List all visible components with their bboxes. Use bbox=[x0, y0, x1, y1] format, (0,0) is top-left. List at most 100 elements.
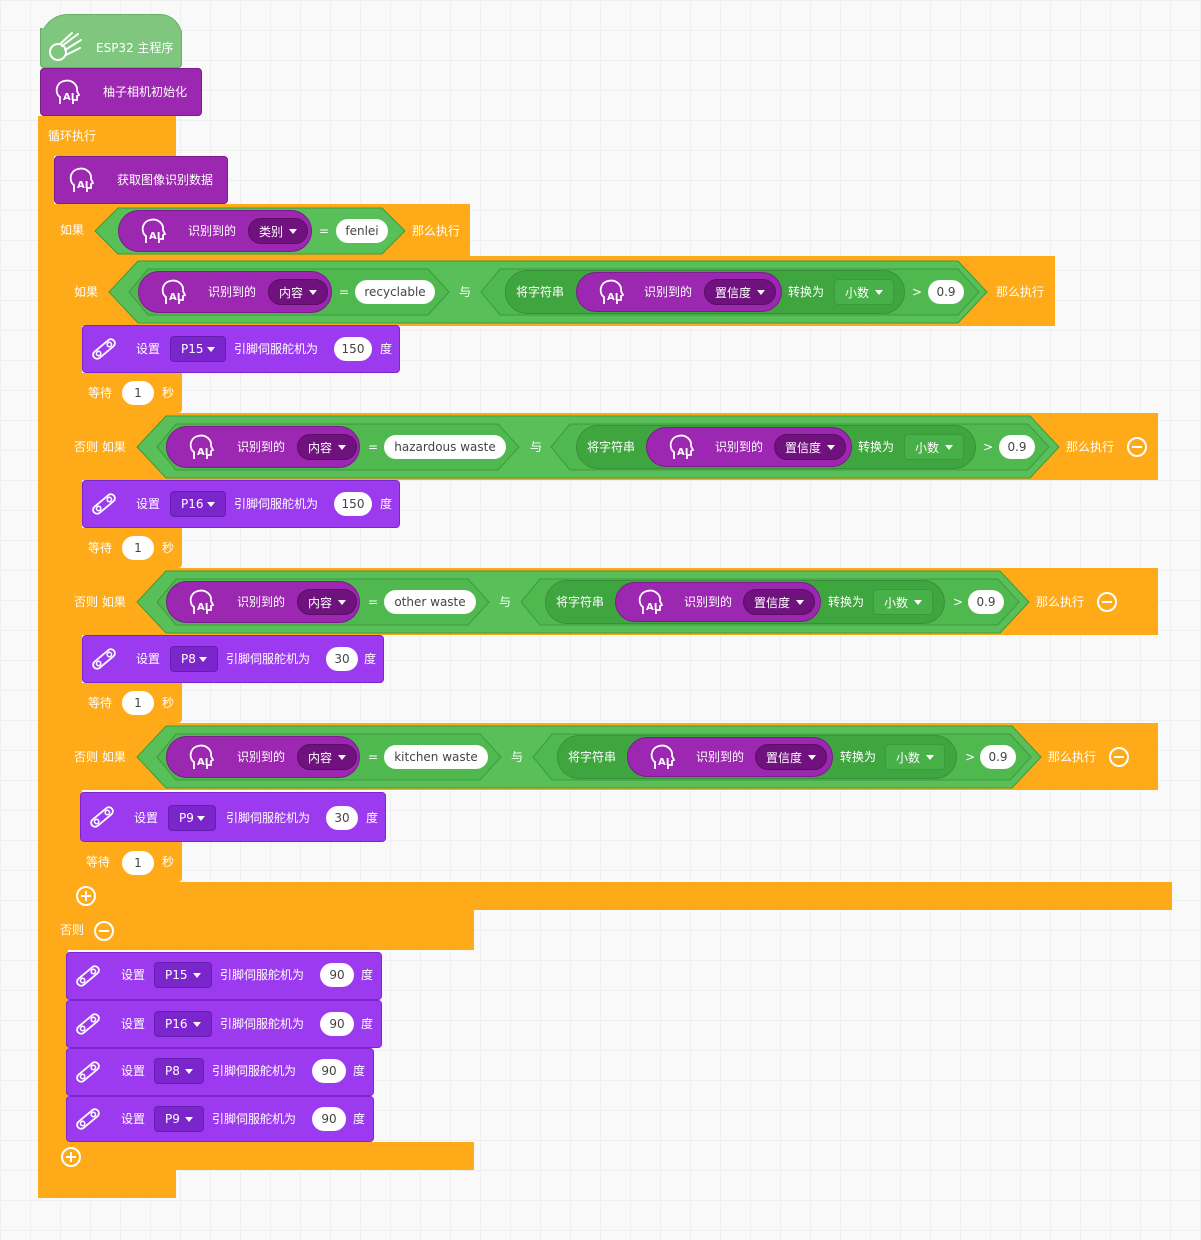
branch2-content-dropdown[interactable]: 内容 bbox=[297, 434, 357, 460]
else-servo2-angle-input[interactable]: 90 bbox=[320, 1012, 354, 1036]
else-servo2-pin-dropdown[interactable]: P16 bbox=[154, 1011, 212, 1037]
wait3-input[interactable]: 1 bbox=[122, 691, 154, 715]
else-servo4-pin-dropdown[interactable]: P9 bbox=[154, 1106, 204, 1132]
servo-label: 引脚伺服舵机为 bbox=[220, 1017, 305, 1031]
branch4-conf-dropdown[interactable]: 置信度 bbox=[755, 744, 827, 770]
svg-text:AI: AI bbox=[63, 92, 74, 103]
branch3-threshold-input[interactable]: 0.9 bbox=[968, 590, 1004, 614]
to-string-label: 将字符串 bbox=[516, 285, 565, 299]
ai-head-icon: AI bbox=[650, 744, 676, 769]
branch3-conf-dropdown[interactable]: 置信度 bbox=[743, 589, 815, 615]
else-servo1-pin-dropdown[interactable]: P15 bbox=[154, 962, 212, 988]
branch1-threshold-input[interactable]: 0.9 bbox=[928, 280, 964, 304]
branch2-threshold-input[interactable]: 0.9 bbox=[999, 435, 1035, 459]
convert-label: 转换为 bbox=[840, 750, 877, 764]
branch4-content-dropdown[interactable]: 内容 bbox=[297, 744, 357, 770]
recognized-label: 识别到的 bbox=[644, 285, 693, 299]
svg-text:AI: AI bbox=[607, 292, 618, 303]
convert-label: 转换为 bbox=[828, 595, 865, 609]
degree-label: 度 bbox=[353, 1064, 366, 1078]
branch1-conf-reporter[interactable] bbox=[576, 272, 782, 312]
servo2-angle-input[interactable]: 150 bbox=[334, 492, 372, 516]
meteor-icon bbox=[49, 32, 82, 61]
recognized-label: 识别到的 bbox=[208, 285, 257, 299]
servo1-pin-dropdown[interactable]: P15 bbox=[170, 336, 226, 362]
degree-label: 度 bbox=[366, 811, 379, 825]
branch1-content-input[interactable]: recyclable bbox=[355, 280, 435, 304]
minus-circle-icon[interactable] bbox=[1096, 591, 1118, 613]
get-recognition-data-block[interactable] bbox=[54, 156, 228, 204]
category-dropdown[interactable]: 类别 bbox=[248, 218, 308, 244]
servo-label: 引脚伺服舵机为 bbox=[212, 1064, 297, 1078]
camera-init-block[interactable] bbox=[40, 68, 202, 116]
servo-label: 引脚伺服舵机为 bbox=[226, 811, 311, 825]
else-servo4-angle-input[interactable]: 90 bbox=[312, 1107, 346, 1131]
branch2-content-input[interactable]: hazardous waste bbox=[384, 435, 506, 459]
plus-circle-icon[interactable] bbox=[75, 885, 97, 907]
type-value: 小数 bbox=[915, 440, 940, 455]
else-servo3-pin-dropdown[interactable]: P8 bbox=[154, 1058, 204, 1084]
minus-circle-icon[interactable] bbox=[1126, 436, 1148, 458]
servo-icon bbox=[90, 806, 114, 828]
svg-text:AI: AI bbox=[77, 180, 88, 191]
branch3-type-dropdown[interactable]: 小数 bbox=[873, 589, 933, 615]
branch3-content-dropdown[interactable]: 内容 bbox=[297, 589, 357, 615]
minus-circle-icon[interactable] bbox=[93, 920, 115, 942]
content-field-value: 内容 bbox=[308, 750, 333, 765]
servo3-pin-dropdown[interactable]: P8 bbox=[170, 646, 218, 672]
branch1-content-dropdown[interactable]: 内容 bbox=[268, 279, 328, 305]
branch4-type-dropdown[interactable]: 小数 bbox=[885, 744, 945, 770]
and-label: 与 bbox=[511, 750, 524, 764]
branch4-threshold-input[interactable]: 0.9 bbox=[980, 745, 1016, 769]
branch3-content-input[interactable]: other waste bbox=[384, 590, 476, 614]
wait-label: 等待 bbox=[86, 855, 111, 869]
servo2-pin-dropdown[interactable]: P16 bbox=[170, 491, 226, 517]
else-servo1-angle-input[interactable]: 90 bbox=[320, 963, 354, 987]
gt-sign: > bbox=[912, 285, 923, 299]
branch2-type-dropdown[interactable]: 小数 bbox=[904, 434, 964, 460]
degree-label: 度 bbox=[353, 1112, 366, 1126]
recognized-label: 识别到的 bbox=[696, 750, 745, 764]
wait-text: 1 bbox=[134, 856, 142, 870]
wait2-input[interactable]: 1 bbox=[122, 536, 154, 560]
forever-loop-block[interactable] bbox=[40, 116, 176, 156]
type-value: 小数 bbox=[845, 285, 870, 300]
get-data-label: 获取图像识别数据 bbox=[117, 173, 214, 187]
servo1-angle-input[interactable]: 150 bbox=[334, 337, 372, 361]
set-label: 设置 bbox=[121, 968, 146, 982]
branch4-content-input[interactable]: kitchen waste bbox=[384, 745, 488, 769]
minus-circle-icon[interactable] bbox=[1108, 746, 1130, 768]
content-field-value: 内容 bbox=[279, 285, 304, 300]
degree-label: 度 bbox=[361, 1017, 374, 1031]
threshold-text: 0.9 bbox=[976, 595, 996, 609]
wait-label: 等待 bbox=[88, 696, 113, 710]
angle-text: 90 bbox=[329, 1017, 345, 1031]
ai-head-icon: AI bbox=[189, 744, 215, 769]
servo4-pin-dropdown[interactable]: P9 bbox=[168, 805, 216, 831]
else-label: 否则 bbox=[60, 923, 85, 937]
svg-text:AI: AI bbox=[169, 292, 180, 303]
content-field-value: 内容 bbox=[308, 595, 333, 610]
set-label: 设置 bbox=[136, 342, 161, 356]
servo3-angle-input[interactable]: 30 bbox=[326, 647, 358, 671]
set-label: 设置 bbox=[121, 1064, 146, 1078]
to-string-label: 将字符串 bbox=[556, 595, 605, 609]
servo4-angle-input[interactable]: 30 bbox=[326, 806, 358, 830]
convert-label: 转换为 bbox=[788, 285, 825, 299]
servo-label: 引脚伺服舵机为 bbox=[212, 1112, 297, 1126]
set-label: 设置 bbox=[136, 497, 161, 511]
svg-text:AI: AI bbox=[197, 757, 208, 768]
plus-circle-icon[interactable] bbox=[60, 1146, 82, 1168]
equals-sign: = bbox=[368, 595, 379, 609]
branch2-conf-dropdown[interactable]: 置信度 bbox=[774, 434, 846, 460]
wait1-input[interactable]: 1 bbox=[122, 381, 154, 405]
branch1-conf-dropdown[interactable]: 置信度 bbox=[704, 279, 776, 305]
convert-label: 转换为 bbox=[858, 440, 895, 454]
pin-value: P16 bbox=[181, 497, 204, 511]
recognized-label: 识别到的 bbox=[237, 440, 286, 454]
wait4-input[interactable]: 1 bbox=[122, 851, 154, 875]
branch1-type-dropdown[interactable]: 小数 bbox=[834, 279, 894, 305]
category-value-input[interactable]: fenlei bbox=[336, 219, 388, 243]
sec-label: 秒 bbox=[162, 386, 175, 400]
else-servo3-angle-input[interactable]: 90 bbox=[312, 1059, 346, 1083]
